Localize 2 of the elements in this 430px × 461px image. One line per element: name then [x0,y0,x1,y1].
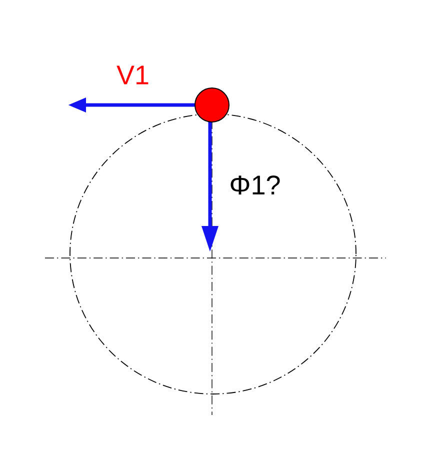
label: V1 [116,66,148,84]
label: Φ1? [230,176,280,194]
